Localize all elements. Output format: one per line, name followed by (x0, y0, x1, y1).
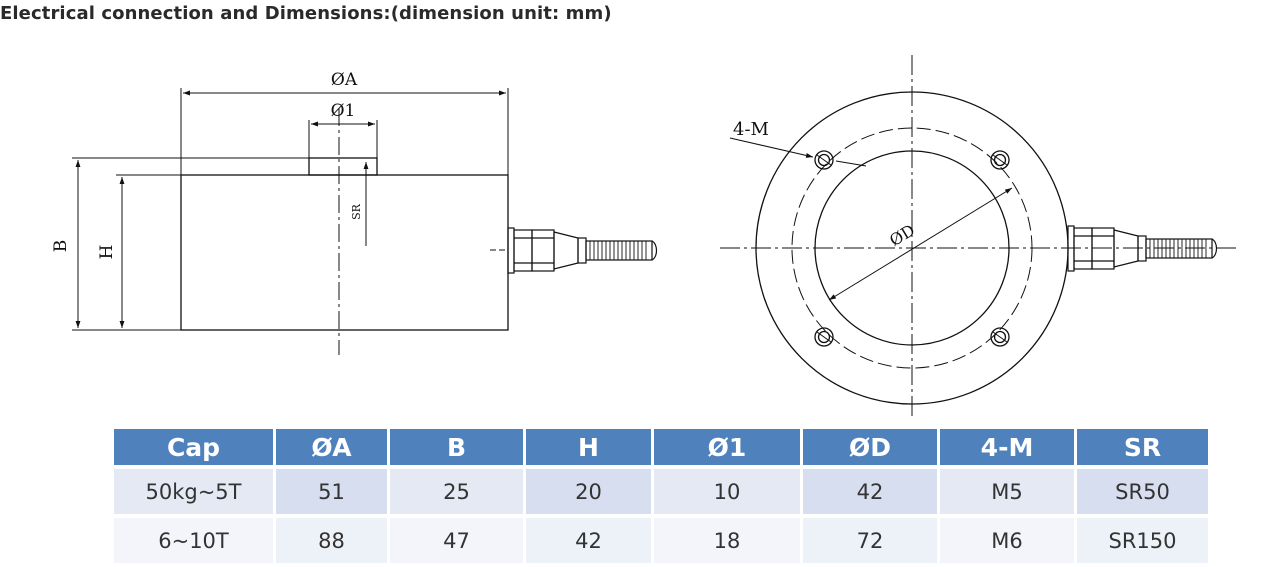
table-header-row: Cap ØA B H Ø1 ØD 4-M SR (114, 429, 1208, 465)
header-cap: Cap (114, 429, 273, 465)
cell-4m: M6 (940, 518, 1074, 563)
label-height-b: B (51, 240, 71, 253)
cell-h: 20 (526, 469, 651, 514)
label-mounting-holes: 4-M (733, 119, 769, 140)
bolt-circle (791, 127, 1033, 369)
cell-4m: M5 (940, 469, 1074, 514)
dim-line-d (828, 187, 1013, 301)
cell-cap: 50kg~5T (114, 469, 273, 514)
label-diameter-d: ØD (886, 220, 918, 250)
cable-connector-top (1067, 225, 1218, 272)
mounting-hole-tr (990, 150, 1010, 170)
top-view (720, 55, 1240, 420)
load-button (308, 157, 378, 176)
mounting-hole-br (990, 327, 1010, 347)
side-view (72, 88, 658, 355)
cell-b: 47 (390, 518, 523, 563)
header-diameter-d: ØD (803, 429, 937, 465)
header-diameter-1: Ø1 (654, 429, 800, 465)
technical-drawing: ØA Ø1 B H SR (51, 55, 1240, 420)
cell-diameter-a: 88 (276, 518, 387, 563)
cell-sr: SR150 (1077, 518, 1208, 563)
mounting-hole-tl (814, 150, 834, 170)
cell-h: 42 (526, 518, 651, 563)
label-height-h: H (97, 245, 117, 260)
header-4m: 4-M (940, 429, 1074, 465)
dimensions-table: Cap ØA B H Ø1 ØD 4-M SR 50kg~5T 51 25 20… (111, 425, 1211, 567)
cell-diameter-1: 18 (654, 518, 800, 563)
cell-b: 25 (390, 469, 523, 514)
cell-diameter-d: 42 (803, 469, 937, 514)
header-diameter-a: ØA (276, 429, 387, 465)
cell-diameter-1: 10 (654, 469, 800, 514)
header-h: H (526, 429, 651, 465)
mounting-hole-bl (814, 327, 834, 347)
table-row: 50kg~5T 51 25 20 10 42 M5 SR50 (114, 469, 1208, 514)
page-title: Electrical connection and Dimensions:(di… (0, 3, 612, 24)
header-sr: SR (1077, 429, 1208, 465)
leader-4m (729, 137, 814, 158)
header-b: B (390, 429, 523, 465)
cell-diameter-a: 51 (276, 469, 387, 514)
load-cell-body (180, 174, 509, 331)
cell-sr: SR50 (1077, 469, 1208, 514)
label-diameter-1: Ø1 (331, 101, 356, 121)
label-sr: SR (350, 203, 363, 220)
cell-diameter-d: 72 (803, 518, 937, 563)
table-row: 6~10T 88 47 42 18 72 M6 SR150 (114, 518, 1208, 563)
cable-connector (490, 227, 658, 274)
cell-cap: 6~10T (114, 518, 273, 563)
label-diameter-a: ØA (331, 70, 358, 90)
